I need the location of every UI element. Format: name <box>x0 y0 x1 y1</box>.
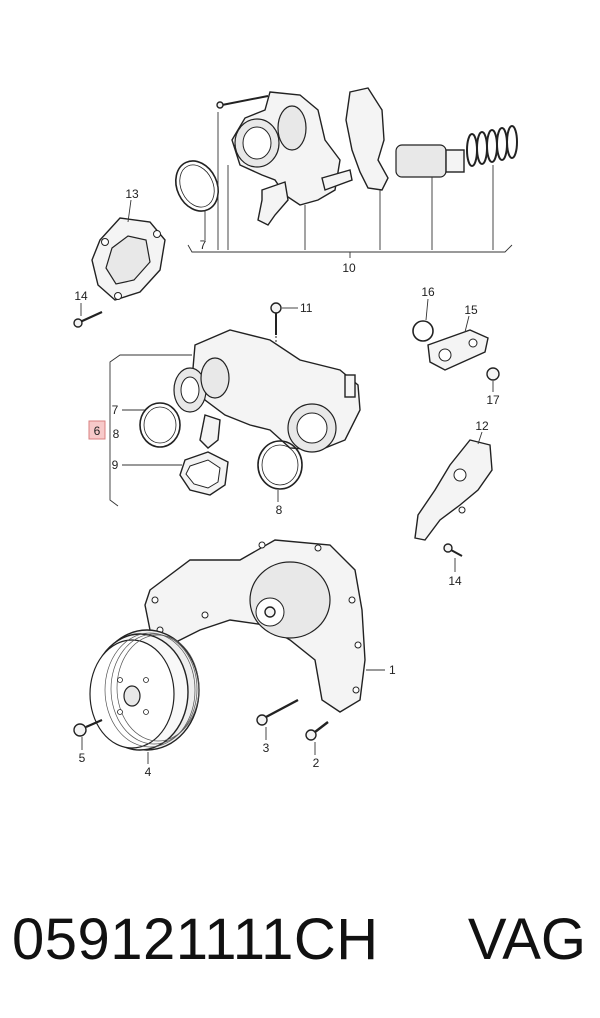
callout-11: 11 <box>300 301 313 315</box>
exploded-parts-diagram: 7 10 13 14 11 <box>73 87 518 779</box>
callout-3: 3 <box>263 741 270 755</box>
footer: 059121111CH VAG <box>0 895 600 985</box>
callout-13: 13 <box>125 187 139 201</box>
callout-9: 9 <box>112 458 119 472</box>
brand-label: VAG <box>467 907 586 972</box>
callout-12: 12 <box>475 419 489 433</box>
part-number: 059121111CH <box>12 907 379 972</box>
callout-7-middle: 7 <box>112 403 119 417</box>
group-6-bracket: 6 7 8 9 8 <box>88 354 283 517</box>
callout-7-top: 7 <box>200 238 207 252</box>
callout-16: 16 <box>421 285 435 299</box>
thermostat-assembly: 7 10 <box>175 87 518 275</box>
callout-14-right: 14 <box>448 574 462 588</box>
middle-gaskets <box>139 402 303 496</box>
callout-15: 15 <box>464 303 478 317</box>
water-pump-housing: 1 <box>144 539 396 713</box>
flange-15-assembly: 16 15 17 <box>412 285 500 407</box>
bolt-2: 2 <box>305 721 329 770</box>
callout-8-left: 8 <box>113 427 120 441</box>
callout-5: 5 <box>79 751 86 765</box>
callout-17: 17 <box>486 393 500 407</box>
callout-6-highlight <box>88 420 106 440</box>
callout-10: 10 <box>342 261 356 275</box>
coolant-housing <box>173 329 361 453</box>
pulley-4-assembly: 4 5 <box>73 629 200 779</box>
callout-6[interactable]: 6 <box>94 424 101 438</box>
cover-12-assembly: 12 14 <box>414 419 493 588</box>
callout-14-left: 14 <box>74 289 88 303</box>
callout-8-bottom: 8 <box>276 503 283 517</box>
bolt-3: 3 <box>256 698 299 755</box>
cover-13-assembly: 13 14 <box>73 187 166 328</box>
callout-4: 4 <box>145 765 152 779</box>
callout-2: 2 <box>313 756 320 770</box>
callout-1: 1 <box>389 663 396 677</box>
